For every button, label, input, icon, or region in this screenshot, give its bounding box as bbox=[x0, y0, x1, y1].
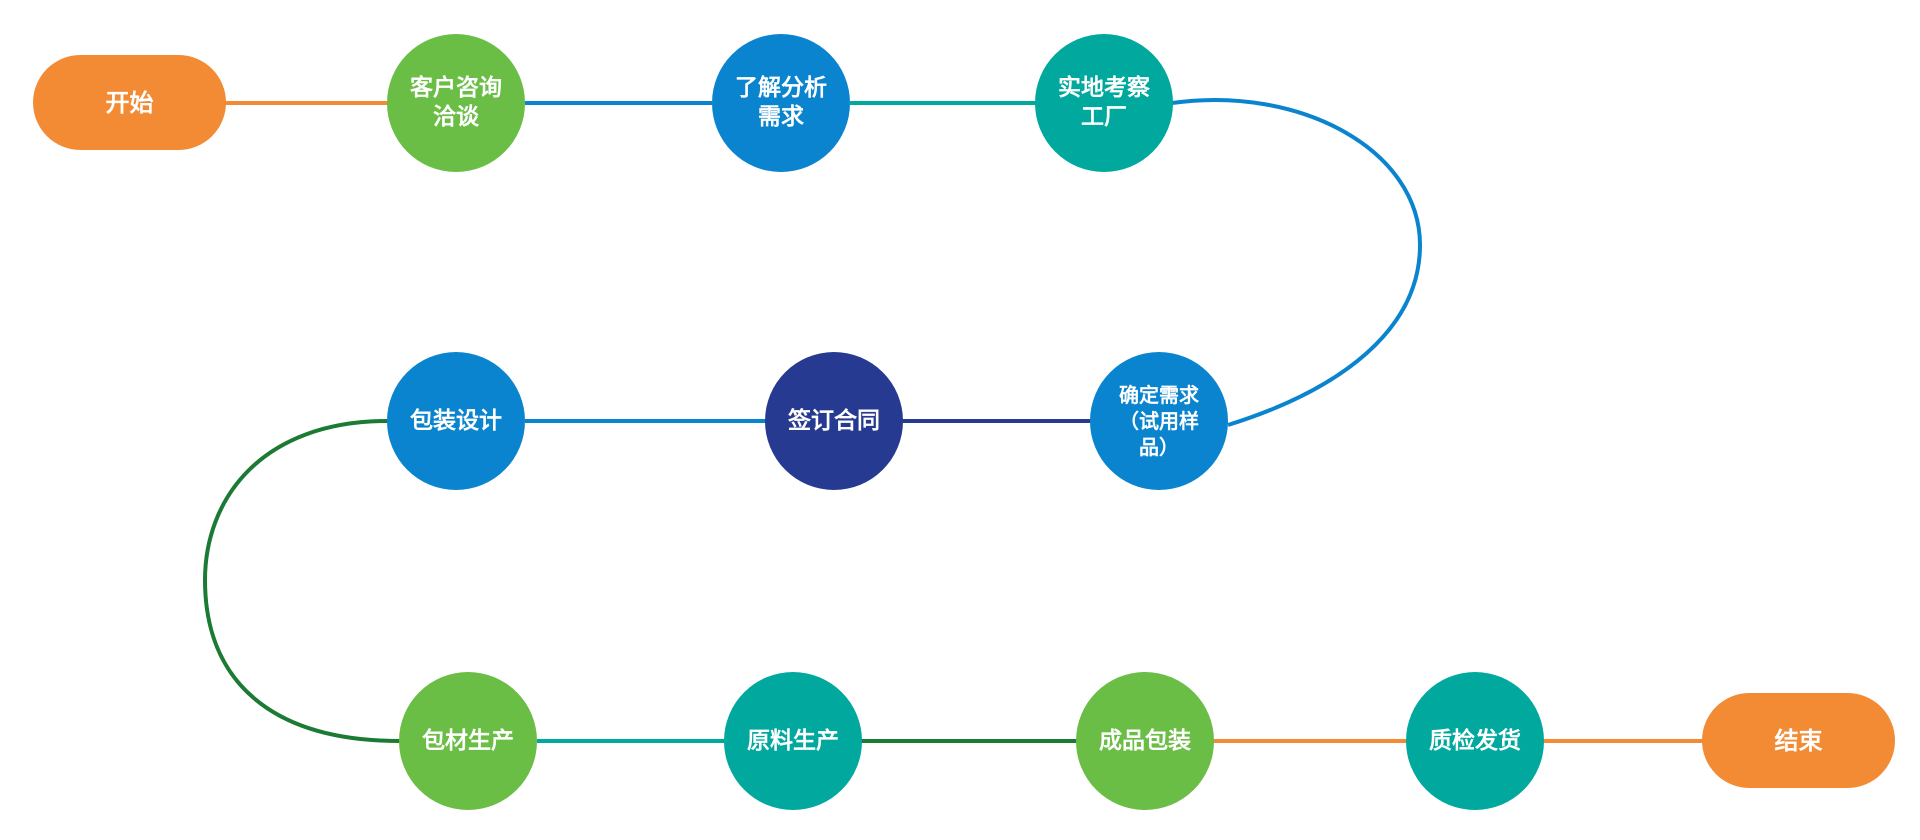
confirm-label: 确定需求 （试用样 品） bbox=[1119, 383, 1199, 459]
analyze-node: 了解分析 需求 bbox=[712, 34, 850, 172]
material-label: 包材生产 bbox=[422, 727, 514, 754]
confirm-node: 确定需求 （试用样 品） bbox=[1090, 352, 1228, 490]
material-node: 包材生产 bbox=[399, 672, 537, 810]
analyze-label: 了解分析 需求 bbox=[735, 75, 827, 130]
pack-node: 成品包装 bbox=[1076, 672, 1214, 810]
connector-inspect-confirm bbox=[1171, 98, 1423, 427]
inspect-node: 实地考察 工厂 bbox=[1035, 34, 1173, 172]
design-node: 包装设计 bbox=[387, 352, 525, 490]
inspect-label: 实地考察 工厂 bbox=[1058, 75, 1150, 130]
qc-label: 质检发货 bbox=[1429, 727, 1521, 754]
raw-label: 原料生产 bbox=[747, 727, 839, 754]
end-node: 结束 bbox=[1702, 693, 1895, 788]
qc-node: 质检发货 bbox=[1406, 672, 1544, 810]
consult-node: 客户咨询 洽谈 bbox=[387, 34, 525, 172]
connector-design-material bbox=[202, 419, 401, 743]
end-label: 结束 bbox=[1774, 726, 1823, 755]
design-label: 包装设计 bbox=[410, 407, 502, 434]
pack-label: 成品包装 bbox=[1099, 727, 1191, 754]
consult-label: 客户咨询 洽谈 bbox=[410, 75, 502, 130]
start-label: 开始 bbox=[105, 88, 154, 117]
contract-node: 签订合同 bbox=[765, 352, 903, 490]
raw-node: 原料生产 bbox=[724, 672, 862, 810]
contract-label: 签订合同 bbox=[788, 407, 880, 434]
start-node: 开始 bbox=[33, 55, 226, 150]
